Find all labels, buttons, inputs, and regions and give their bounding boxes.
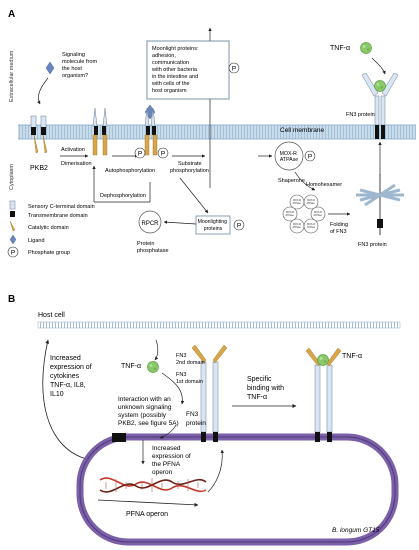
unknown-signaling-system [112, 433, 126, 442]
folding-label: Folding of FN3 [330, 222, 350, 235]
moonlighting-label: Moonlighting proteins [198, 219, 229, 232]
shaperone-label: Shaperone [278, 178, 305, 184]
pkb2-dimer [92, 107, 108, 156]
fn3-protein-label: FN3 protein [186, 411, 206, 427]
rpcr-enzyme [138, 210, 162, 234]
legend-item: Sensory C-terminal domain [28, 204, 95, 210]
strain-label: B. longum GT15 [332, 527, 380, 534]
svg-text:P: P [237, 223, 241, 230]
tnf-icon [147, 361, 159, 373]
cytokines-text: Increased expression of cytokines TNF-α,… [50, 355, 94, 398]
pkb2-label: PKB2 [30, 165, 48, 172]
moonlight-box [146, 40, 230, 100]
ligand-icon [9, 234, 17, 245]
autophosphorylation-label: Autophosphorylation [105, 168, 155, 174]
cell-membrane [18, 125, 416, 139]
signaling-question: Signaling molecule from the host organis… [62, 52, 99, 79]
phosphate-icon: P [157, 147, 169, 159]
moonlight-text: Moonlight proteins: adhesion, communicat… [151, 46, 200, 94]
host-cell-label: Host cell [38, 312, 65, 319]
tnf-icon [360, 42, 372, 54]
tnf-label-b-right: TNF-α [342, 353, 362, 360]
sensory-domain-icon [9, 200, 16, 210]
tnf-label-b: TNF-α [121, 363, 141, 370]
pkb2-monomer [30, 115, 48, 154]
fn3-unfolded [356, 174, 404, 235]
tnf-label-a: TNF-α [330, 45, 350, 52]
phosphate-icon: P [228, 62, 240, 74]
catalytic-domain-icon [9, 220, 16, 232]
panel-a-letter: A [8, 9, 15, 20]
legend-item: Phosphate group [28, 250, 70, 256]
mox-r-label: MOX-R ATPAse [280, 151, 299, 163]
panel-b-letter: B [8, 294, 15, 305]
legend: Sensory C-terminal domain Transmembrane … [7, 200, 95, 258]
legend-item: Ligand [28, 238, 45, 244]
fn3-2nd-domain-label: FN3 2nd domain [176, 353, 205, 366]
interaction-text: Interaction with an unknown signaling sy… [118, 396, 179, 427]
transmembrane-domain-icon [10, 211, 15, 217]
phosphate-icon: P [233, 219, 245, 231]
dna-helix [99, 477, 207, 493]
homohexamer-label: Homohexamer [306, 182, 342, 188]
svg-text:P: P [138, 151, 142, 158]
cytoplasm-label: Cytoplasm [9, 164, 15, 190]
pfna-operon-label: PFNA operon [126, 511, 168, 518]
ligand-icon [45, 61, 55, 75]
svg-text:P: P [11, 250, 15, 257]
specific-binding-text: Specific binding with TNF-α [247, 376, 286, 401]
fn3-receptor-bound [305, 347, 342, 442]
phosphate-icon [7, 246, 19, 258]
fn3-1st-domain-label: FN3 1st domain [176, 372, 203, 385]
extracellular-label: Extracellular medium [9, 50, 15, 102]
phosphatase-label: Protein phosphatase [137, 241, 169, 254]
rpcr-label: RPCR [141, 221, 159, 227]
fn3-receptor-a [361, 72, 399, 139]
phosphate-icon: P [134, 147, 146, 159]
legend-item: Transmembrane domain [28, 213, 88, 219]
fn3-top-label: FN3 protein [346, 112, 375, 118]
phosphorylated-dimer [144, 104, 158, 156]
membrane-label: Cell membrane [280, 127, 324, 134]
svg-text:P: P [232, 66, 236, 73]
phosphate-icon: P [304, 150, 316, 162]
legend-item: Catalytic domain [28, 225, 69, 231]
activation-label: Activation [61, 147, 85, 153]
substrate-label: Substrate phosphorylation [170, 161, 209, 174]
host-membrane [37, 321, 401, 329]
fn3-receptor-b [191, 344, 228, 442]
pfna-expression-text: Increased expression of the PFNA operon [152, 445, 192, 476]
dephosphorylation-label: Dephosphorylation [100, 193, 146, 199]
moonlighting-box [195, 215, 231, 235]
fn3-bottom-label: FN3 protein [358, 242, 387, 248]
svg-text:P: P [308, 154, 312, 161]
mox-r-atpase [274, 141, 304, 171]
svg-text:P: P [161, 151, 165, 158]
dimerisation-label: Dimerisation [61, 161, 92, 167]
